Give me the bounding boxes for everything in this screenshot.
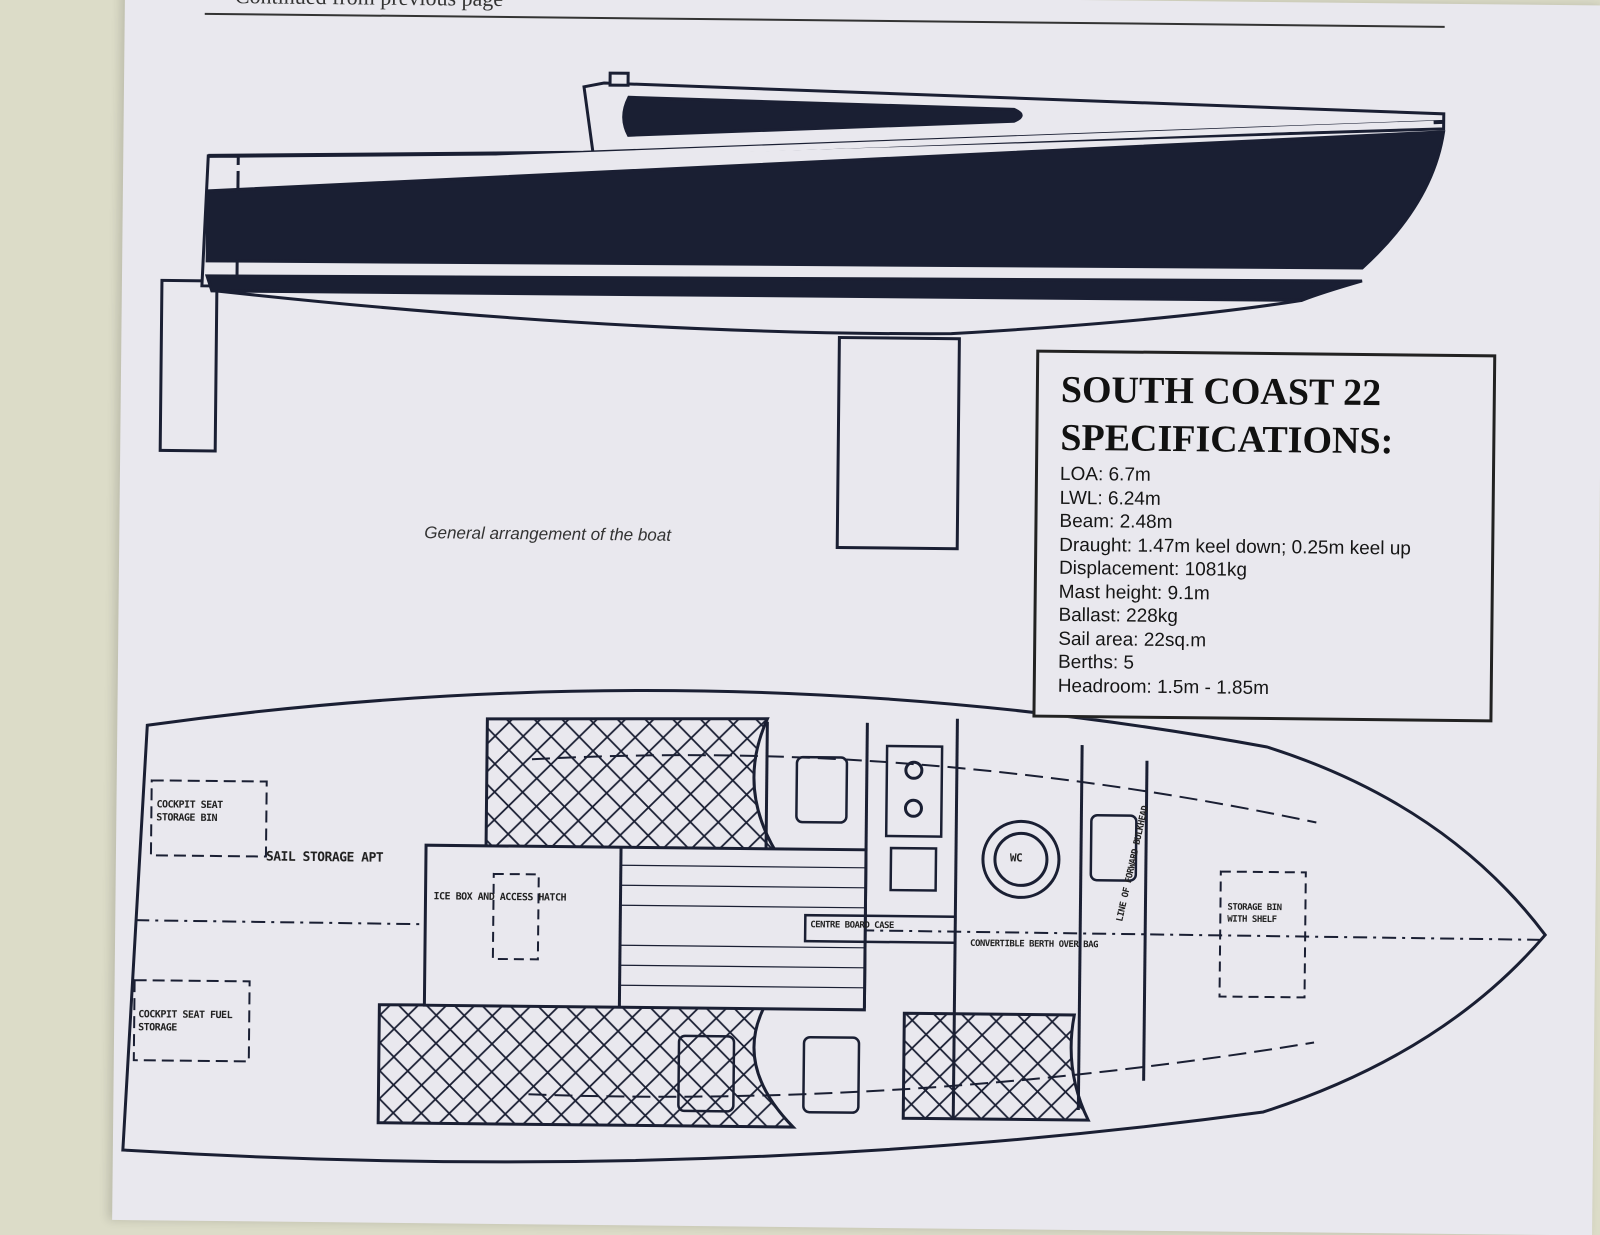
berth-fwd <box>901 1011 1091 1122</box>
berth-starboard <box>484 717 779 854</box>
hull-stripe <box>213 120 1434 172</box>
sink <box>889 846 938 892</box>
label-storage-shelf: STORAGE BIN WITH SHELF <box>1227 902 1282 926</box>
label-wc: WC <box>1009 851 1023 865</box>
boat-drawing <box>121 71 1548 1164</box>
hull-band <box>205 130 1446 270</box>
spec-list: LOA: 6.7m LWL: 6.24m Beam: 2.48m Draught… <box>1058 463 1474 702</box>
cabin-window <box>622 95 1023 137</box>
centreboard-case <box>803 913 957 945</box>
deck-plan <box>121 689 1548 1164</box>
figure-caption: General arrangement of the boat <box>424 523 672 545</box>
label-ice-box: ICE BOX AND ACCESS HATCH <box>433 891 567 904</box>
label-sail-storage: SAIL STORAGE APT <box>265 849 384 866</box>
label-cockpit-seat-storage: COCKPIT SEAT STORAGE BIN <box>156 799 223 825</box>
label-centre-board-case: CENTRE BOARD CASE <box>810 920 894 932</box>
spec-title-line2: SPECIFICATIONS: <box>1060 416 1394 463</box>
spec-item: Headroom: 1.5m - 1.85m <box>1057 675 1270 699</box>
keel <box>835 335 961 551</box>
boot-top <box>204 274 1363 302</box>
label-cockpit-seat-fuel: COCKPIT SEAT FUEL STORAGE <box>138 1009 233 1034</box>
label-convertible-berth: CONVERTIBLE BERTH OVER BAG <box>970 938 1098 951</box>
underbody <box>216 289 1303 336</box>
spec-title-line1: SOUTH COAST 22 <box>1060 368 1382 415</box>
sole-slats <box>619 864 866 989</box>
rudder <box>158 278 219 453</box>
stove <box>884 744 944 838</box>
wc-bowl <box>981 819 1061 899</box>
hull-outline <box>121 689 1548 1164</box>
document-page: Continued from previous page <box>112 0 1600 1235</box>
cabin-hatch <box>608 71 630 87</box>
side-profile <box>158 71 1446 551</box>
specifications-box: SOUTH COAST 22 SPECIFICATIONS: LOA: 6.7m… <box>1032 349 1497 723</box>
